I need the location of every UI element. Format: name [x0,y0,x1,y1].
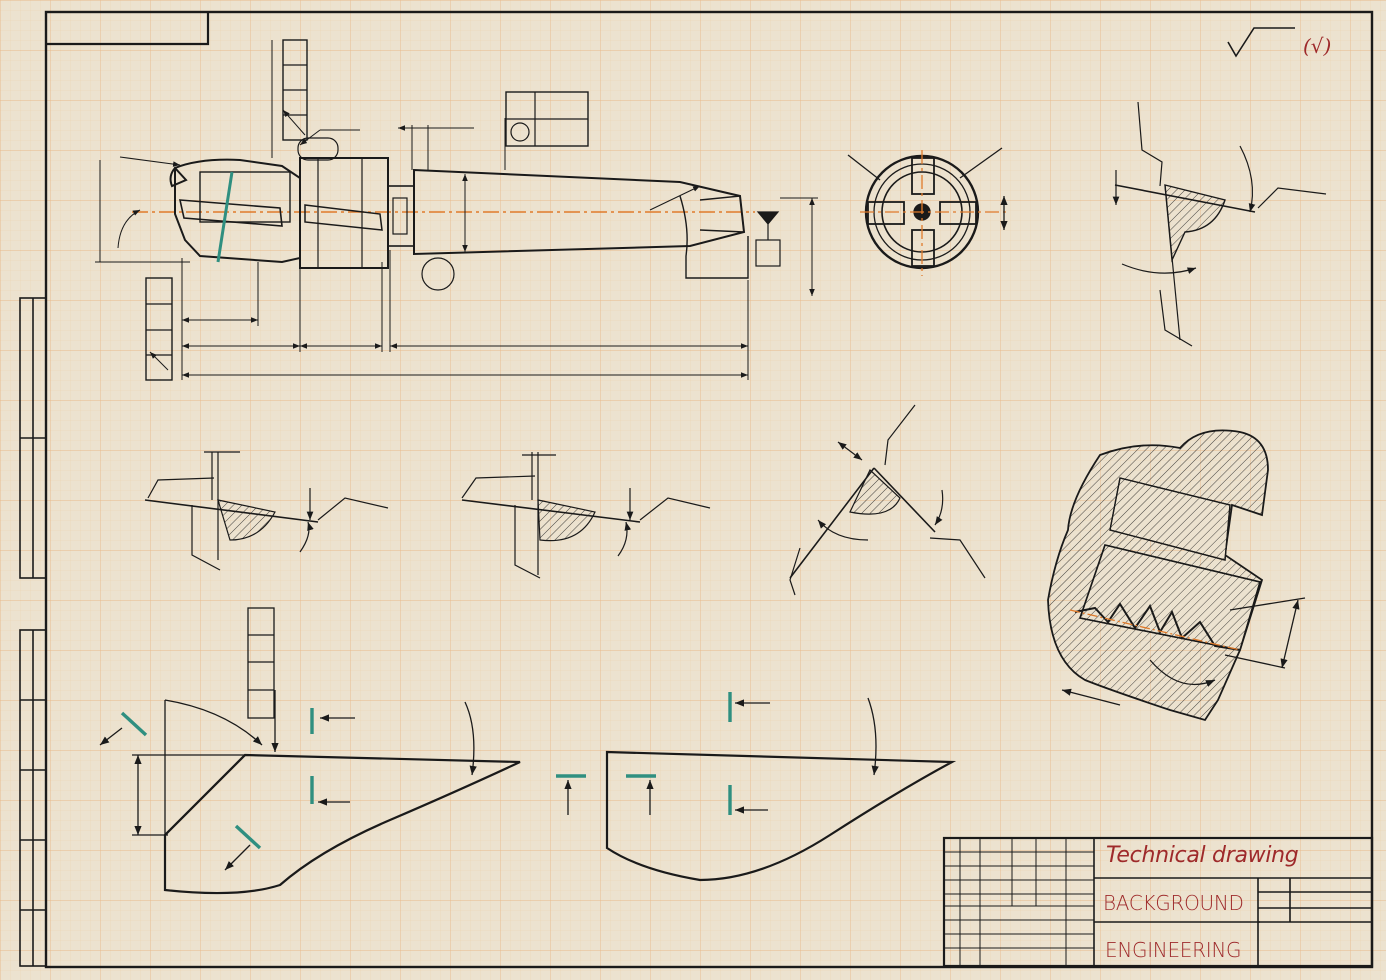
designation-box [46,12,210,46]
profile-detail-b [461,452,711,579]
plan-view-right [564,697,957,882]
tool-assembly-view [95,39,818,381]
title-block [942,836,1374,968]
end-view [847,147,1010,276]
binding-strip [19,297,47,967]
roughness-note: (√) [1303,34,1332,58]
title-block-title: Technical drawing [1106,843,1299,868]
section-detail [1047,429,1306,722]
profile-detail-top-right [1112,101,1327,347]
title-block-background-label: BACKGROUND [1103,891,1244,915]
plan-view-right-accents [556,692,732,815]
roughness-symbol [1227,27,1295,58]
title-block-engineering-label: ENGINEERING [1105,938,1242,962]
profile-detail-a [144,451,389,571]
plan-view-left-accents [120,708,314,850]
angle-detail [789,404,986,596]
plan-view-left [99,607,521,895]
